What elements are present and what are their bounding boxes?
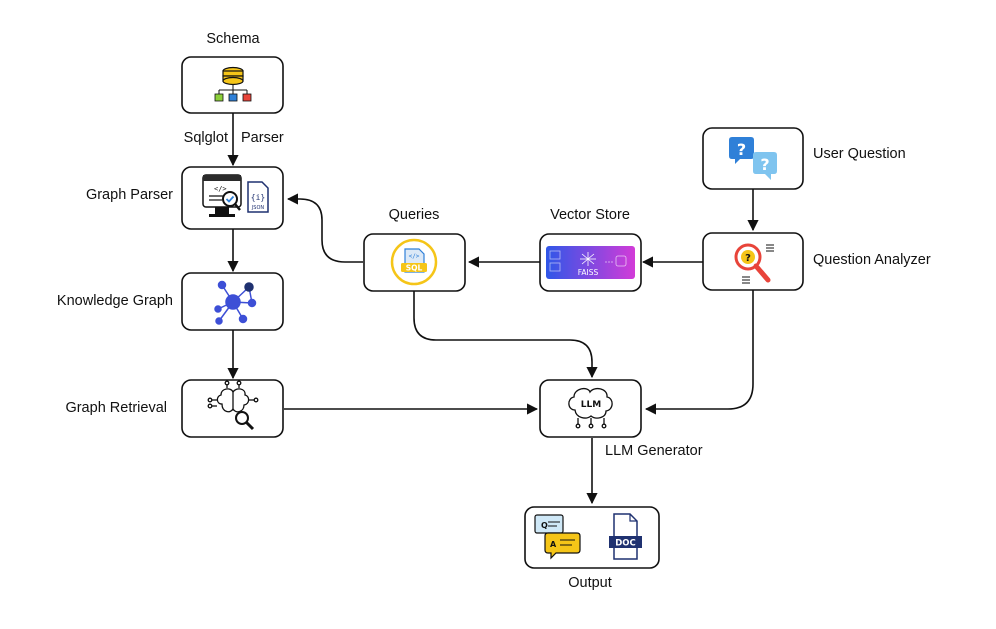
- node-knowledge-graph[interactable]: Knowledge Graph: [57, 272, 284, 331]
- sql-badge: SQL: [406, 264, 423, 273]
- node-llm-generator[interactable]: LLM: [539, 379, 642, 438]
- node-queries-label: Queries: [389, 207, 440, 223]
- svg-text:Q: Q: [541, 521, 548, 530]
- node-output[interactable]: Q A DOC: [524, 506, 660, 569]
- code-json-icon: </> {i} JSON: [202, 174, 269, 217]
- edge-analyzer-to-llm: [644, 290, 754, 415]
- node-user-question-label: User Question: [813, 146, 906, 162]
- edge-label-parser: Parser: [241, 130, 284, 146]
- node-schema[interactable]: Schema: [181, 31, 284, 114]
- node-llm-generator-label: LLM Generator: [605, 443, 703, 459]
- sql-file-icon: </> SQL: [390, 238, 438, 286]
- json-badge: JSON: [251, 205, 265, 211]
- edge-label-sqlglot: Sqlglot: [184, 130, 228, 146]
- node-question-analyzer-label: Question Analyzer: [813, 252, 931, 268]
- edge-queries-to-graph-parser: [286, 193, 363, 263]
- edges: [227, 113, 759, 505]
- node-queries[interactable]: Queries </> SQL: [363, 207, 466, 292]
- svg-text:{i}: {i}: [251, 193, 265, 202]
- faiss-badge: FAISS: [578, 268, 599, 277]
- node-graph-parser[interactable]: Graph Parser </> {i} JSON: [86, 166, 284, 230]
- node-output-label: Output: [568, 575, 612, 591]
- faiss-icon: FAISS: [546, 246, 635, 279]
- node-llm-generator-box: [539, 379, 642, 438]
- svg-text:?: ?: [745, 253, 751, 264]
- doc-badge: DOC: [615, 539, 636, 549]
- node-question-analyzer[interactable]: ? Question Analyzer: [702, 232, 931, 291]
- node-graph-parser-label: Graph Parser: [86, 187, 173, 203]
- node-graph-retrieval-label: Graph Retrieval: [65, 400, 167, 416]
- edge-queries-to-llm: [413, 291, 598, 379]
- node-vector-store[interactable]: Vector Store FAISS: [539, 207, 642, 292]
- question-bubbles-icon: ? ?: [729, 137, 777, 180]
- node-vector-store-label: Vector Store: [550, 207, 630, 223]
- network-graph-icon: [214, 280, 257, 325]
- node-knowledge-graph-label: Knowledge Graph: [57, 293, 173, 309]
- qa-doc-icon: Q A DOC: [534, 513, 642, 560]
- llm-badge: LLM: [581, 400, 601, 410]
- brain-search-icon: [207, 380, 259, 431]
- svg-text:</>: </>: [214, 185, 227, 193]
- svg-text:?: ?: [760, 155, 769, 174]
- database-schema-icon: [214, 66, 252, 102]
- svg-text:</>: </>: [409, 253, 420, 260]
- node-schema-label: Schema: [206, 31, 260, 47]
- svg-text:A: A: [550, 540, 557, 549]
- node-user-question[interactable]: ? ? User Question: [702, 127, 906, 190]
- magnify-question-icon: ?: [734, 243, 774, 284]
- node-graph-retrieval[interactable]: Graph Retrieval: [65, 379, 284, 438]
- llm-brain-icon: LLM: [568, 387, 613, 429]
- svg-text:?: ?: [737, 140, 746, 159]
